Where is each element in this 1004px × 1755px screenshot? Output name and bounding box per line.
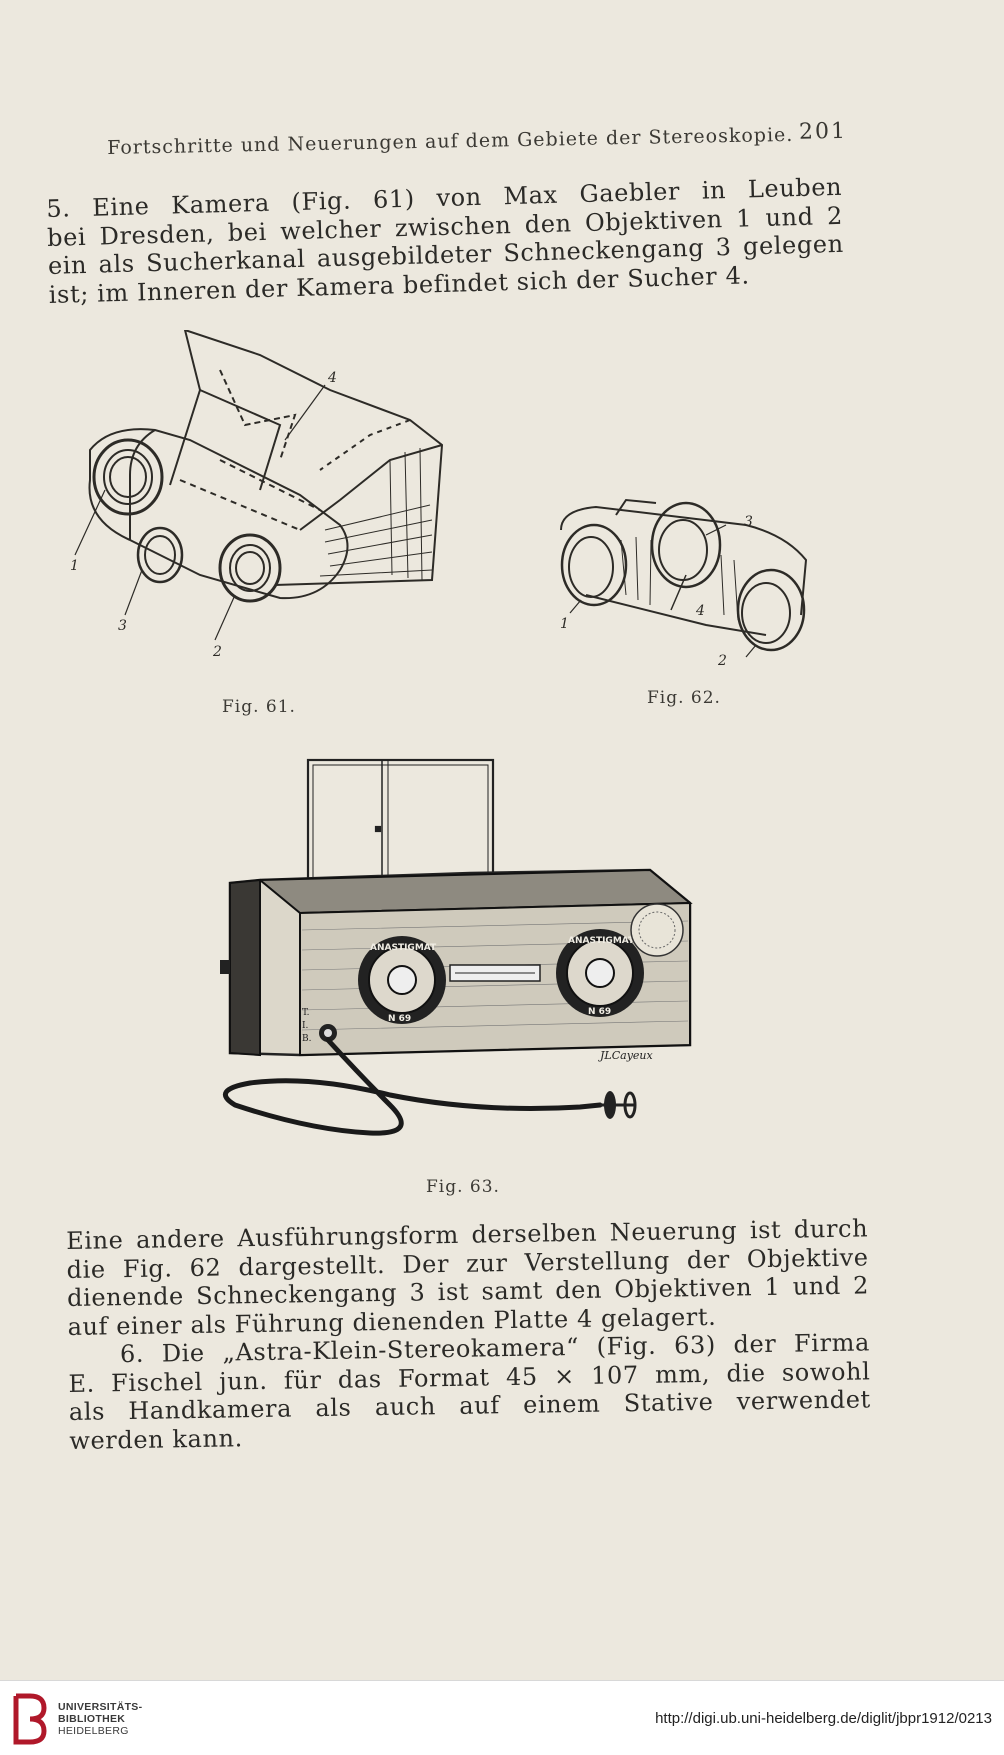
figure-62-label-1: 1 [560,616,569,632]
figure-62-label-2: 2 [717,653,727,669]
figure-61-label-2: 2 [212,644,222,660]
figure-63-lens-number-left: N 69 [388,1014,411,1024]
permalink-url[interactable]: http://digi.ub.uni-heidelberg.de/diglit/… [655,1710,992,1727]
figure-61-label-3: 3 [118,618,127,634]
figure-63-lens-text-right: ANASTIGMAT [568,936,635,946]
figure-63-scale-mark-i: I. [302,1021,309,1031]
library-name-line: UNIVERSITÄTS- [58,1701,143,1713]
figure-62-label-4: 4 [695,603,705,619]
viewer-footer: UNIVERSITÄTS- BIBLIOTHEK HEIDELBERG http… [0,1680,1004,1755]
figure-63-signature: JLCayeux [598,1049,653,1062]
figure-61-camera-drawing: 1 2 3 4 [70,330,444,660]
figure-62-label-3: 3 [744,514,753,530]
figure-63-scale-mark-b: B. [302,1034,312,1044]
running-head-title: Fortschritte und Neuerungen auf dem Gebi… [107,123,794,159]
paragraph-1: 5. Eine Kamera (Fig. 61) von Max Gaebler… [46,173,845,309]
paragraph-2: Eine andere Ausführungsform derselben Ne… [66,1214,871,1455]
page-number: 201 [798,118,848,145]
library-name-line: HEIDELBERG [58,1725,129,1737]
figure-62-lens-plate-drawing: 1 2 3 4 [560,498,808,669]
library-name-line: BIBLIOTHEK [58,1713,126,1725]
figure-62-caption: Fig. 62. [647,688,721,708]
library-logo-icon [13,1693,47,1745]
figure-63-lens-text-left: ANASTIGMAT [370,943,437,953]
library-name: UNIVERSITÄTS- BIBLIOTHEK HEIDELBERG [58,1701,142,1737]
figure-61-label-1: 1 [70,558,79,574]
figure-63-lens-number-right: N 69 [588,1007,611,1017]
figure-63-scale-mark-t: T. [302,1008,310,1018]
book-page: Fortschritte und Neuerungen auf dem Gebi… [46,118,872,1455]
figure-61-caption: Fig. 61. [222,697,296,717]
figure-63-camera-drawing: ANASTIGMAT ANASTIGMAT N 69 N 69 T. I. B.… [220,758,693,1136]
figure-63-caption: Fig. 63. [426,1177,500,1197]
figure-61-label-4: 4 [327,370,337,386]
running-head: Fortschritte und Neuerungen auf dem Gebi… [107,119,847,159]
